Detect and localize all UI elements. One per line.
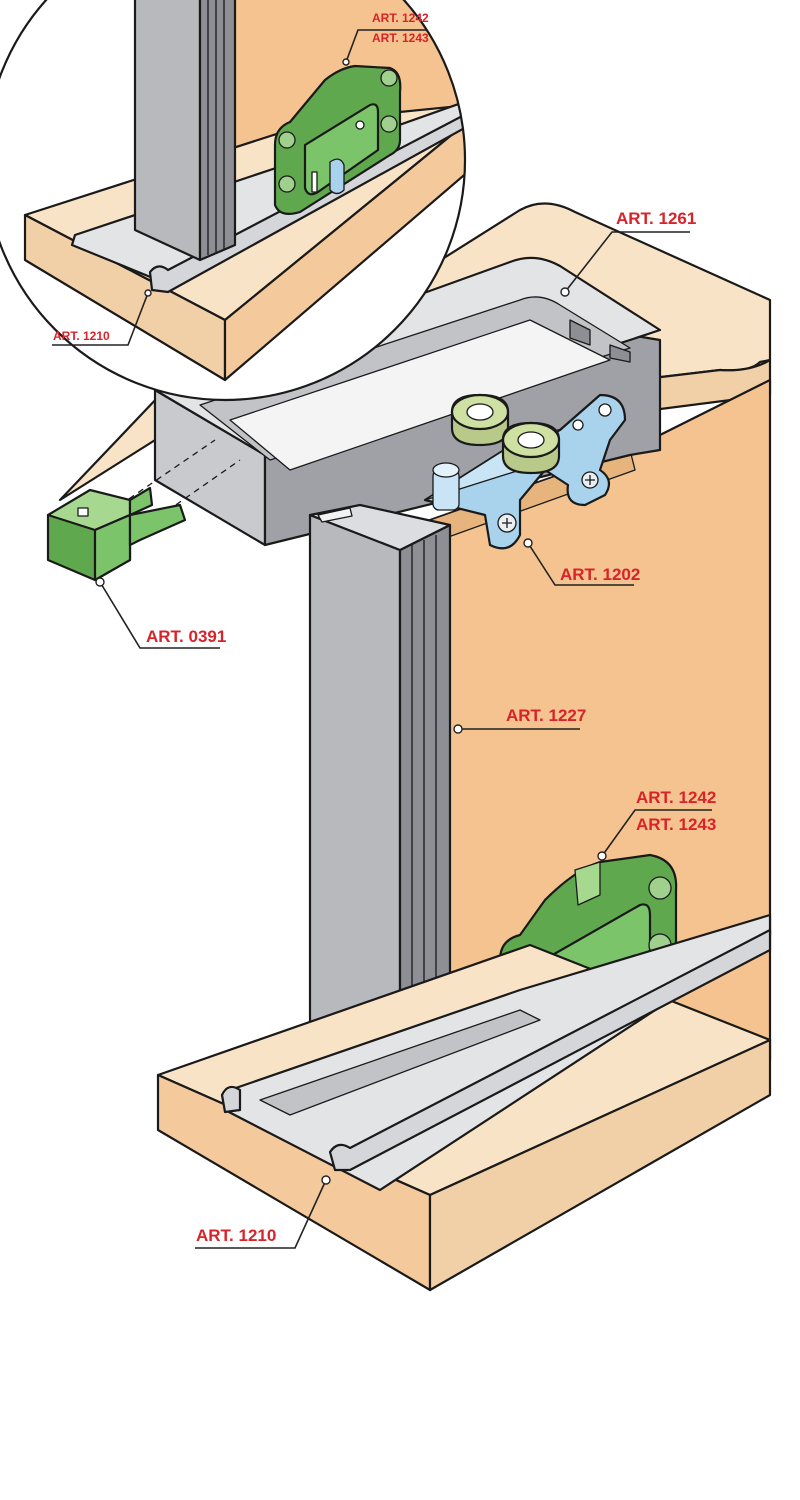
vertical-handle-profile bbox=[308, 503, 452, 1132]
callout-label-art-1210: ART. 1210 bbox=[196, 1226, 276, 1245]
callout-art-1210: ART. 1210 bbox=[195, 1175, 331, 1249]
callout-label-art-1202: ART. 1202 bbox=[560, 565, 640, 584]
detail-label-art-1243: ART. 1243 bbox=[372, 31, 429, 45]
detail-label-art-1242: ART. 1242 bbox=[372, 11, 429, 25]
detail-callout-art-1210: ART. 1210 bbox=[52, 289, 152, 346]
callout-art-1261: ART. 1261 bbox=[560, 209, 696, 297]
callout-label-art-1243: ART. 1243 bbox=[636, 815, 716, 834]
end-stop-clip bbox=[46, 439, 241, 582]
roller-carriage bbox=[423, 393, 627, 550]
detail-magnifier bbox=[0, 0, 467, 402]
detail-callout-art-1242-1243: ART. 1242 ART. 1243 bbox=[342, 11, 429, 66]
callout-art-1242-1243: ART. 1242 ART. 1243 bbox=[597, 788, 716, 861]
roller-wheel-2 bbox=[501, 421, 561, 475]
callout-art-0391: ART. 0391 bbox=[95, 577, 226, 649]
callout-label-art-0391: ART. 0391 bbox=[146, 627, 226, 646]
bottom-track-profile bbox=[220, 913, 772, 1192]
callout-art-1227: ART. 1227 bbox=[453, 706, 586, 734]
top-track-profile bbox=[153, 256, 662, 547]
roller-wheel-1 bbox=[450, 393, 510, 447]
callout-art-1202: ART. 1202 bbox=[523, 538, 640, 586]
callout-label-art-1242: ART. 1242 bbox=[636, 788, 716, 807]
callout-label-art-1227: ART. 1227 bbox=[506, 706, 586, 725]
callout-label-art-1261: ART. 1261 bbox=[616, 209, 696, 228]
detail-label-art-1210: ART. 1210 bbox=[53, 329, 110, 343]
